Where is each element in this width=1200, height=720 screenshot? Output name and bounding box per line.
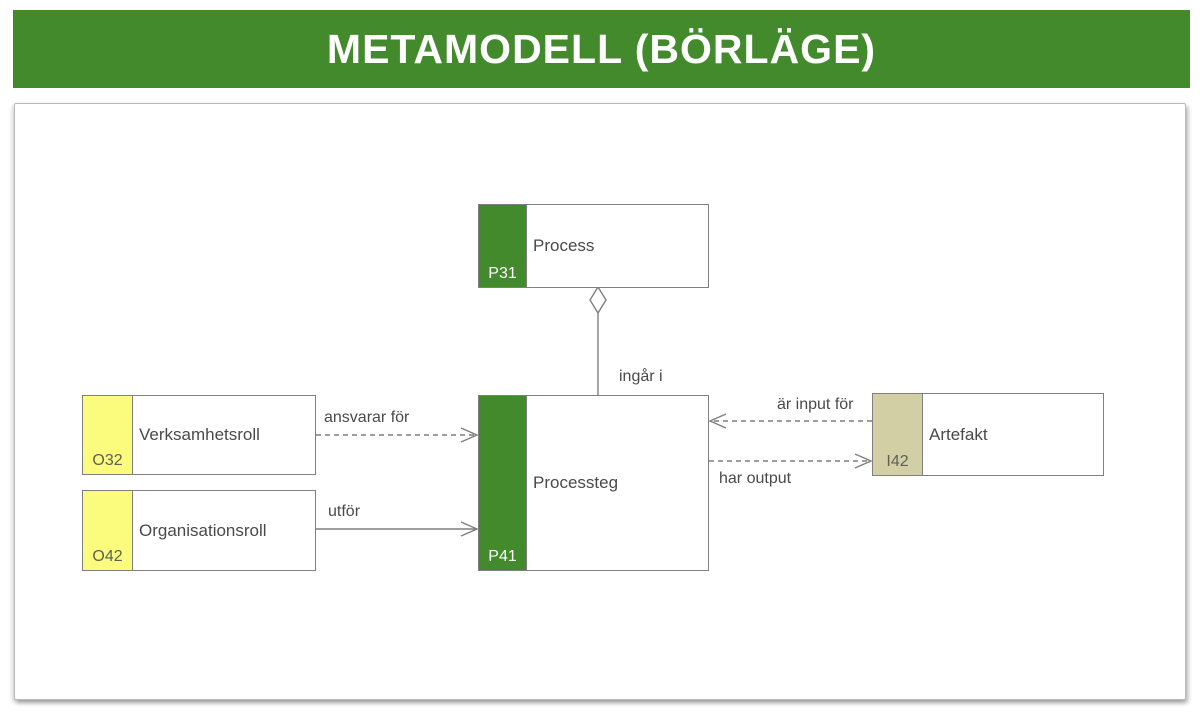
open-arrowhead-icon <box>854 453 873 469</box>
open-arrowhead-icon <box>708 413 727 429</box>
entity-artefakt-id: I42 <box>886 453 909 470</box>
entity-process-id: P31 <box>488 265 517 282</box>
relation-label-ar-input-for: är input för <box>777 396 854 413</box>
entity-organisationsroll-tab: O42 <box>83 491 133 570</box>
relation-label-har-output: har output <box>719 470 792 487</box>
title-bar: METAMODELL (BÖRLÄGE) <box>13 10 1190 88</box>
connector-har-output <box>709 453 873 469</box>
entity-process-tab: P31 <box>479 205 527 287</box>
entity-processteg: P41 Processteg <box>478 395 709 571</box>
relation-label-ansvarar-for: ansvarar för <box>324 409 410 426</box>
entity-organisationsroll-name: Organisationsroll <box>139 520 267 540</box>
entity-processteg-name: Processteg <box>533 473 619 492</box>
entity-processteg-tab: P41 <box>479 396 527 570</box>
entity-verksamhetsroll: O32 Verksamhetsroll <box>82 395 316 475</box>
entity-processteg-id: P41 <box>488 548 517 565</box>
entity-verksamhetsroll-name: Verksamhetsroll <box>139 425 260 444</box>
connector-ar-input-for <box>708 413 872 429</box>
entity-artefakt-tab: I42 <box>873 394 923 475</box>
entity-process: P31 Process <box>478 204 709 288</box>
connector-layer <box>316 285 873 537</box>
aggregation-diamond-icon <box>589 285 607 315</box>
entity-artefakt: I42 Artefakt <box>872 393 1104 476</box>
page-title: METAMODELL (BÖRLÄGE) <box>326 25 877 72</box>
entity-verksamhetsroll-id: O32 <box>92 452 123 469</box>
diagram-panel: P31 Process P41 Processteg O32 Verksamhe… <box>14 103 1186 700</box>
entity-organisationsroll-id: O42 <box>92 548 123 565</box>
entity-organisationsroll: O42 Organisationsroll <box>82 490 316 571</box>
entity-artefakt-name: Artefakt <box>929 424 988 444</box>
connector-utfor <box>316 521 479 537</box>
entity-process-name: Process <box>533 236 595 255</box>
open-arrowhead-icon <box>460 427 479 443</box>
open-arrowhead-icon <box>460 521 479 537</box>
relation-label-ingar-i: ingår i <box>619 368 663 385</box>
entity-verksamhetsroll-tab: O32 <box>83 396 133 474</box>
relation-label-utfor: utför <box>328 503 361 520</box>
connector-ansvarar-for <box>316 427 479 443</box>
connector-ingar-i <box>589 285 607 395</box>
